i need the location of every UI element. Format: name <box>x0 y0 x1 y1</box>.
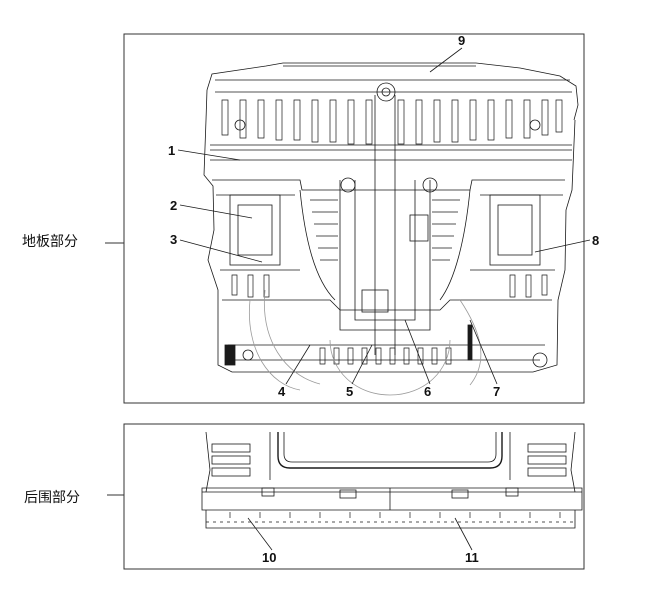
callout-11: 11 <box>465 550 479 565</box>
floor-panel-frame <box>123 33 585 404</box>
callout-5: 5 <box>346 384 353 399</box>
floor-structure-drawing <box>203 62 579 396</box>
callout-7: 7 <box>493 384 500 399</box>
callout-3: 3 <box>170 232 177 247</box>
callout-6: 6 <box>424 384 431 399</box>
callout-4: 4 <box>278 384 286 399</box>
rear-panel-frame <box>123 423 585 570</box>
callout-8: 8 <box>592 233 599 248</box>
callout-10: 10 <box>262 550 276 565</box>
rear-callouts: 10 11 <box>247 517 479 565</box>
rear-structure-drawing <box>201 431 583 529</box>
callout-2: 2 <box>170 198 177 213</box>
panel-label-rear: 后围部分 <box>24 490 80 506</box>
callout-9: 9 <box>458 33 465 48</box>
floor-callouts: 9 1 2 3 8 4 5 6 7 <box>168 33 599 399</box>
callout-1: 1 <box>168 143 175 158</box>
panel-label-floor: 地板部分 <box>22 234 78 250</box>
